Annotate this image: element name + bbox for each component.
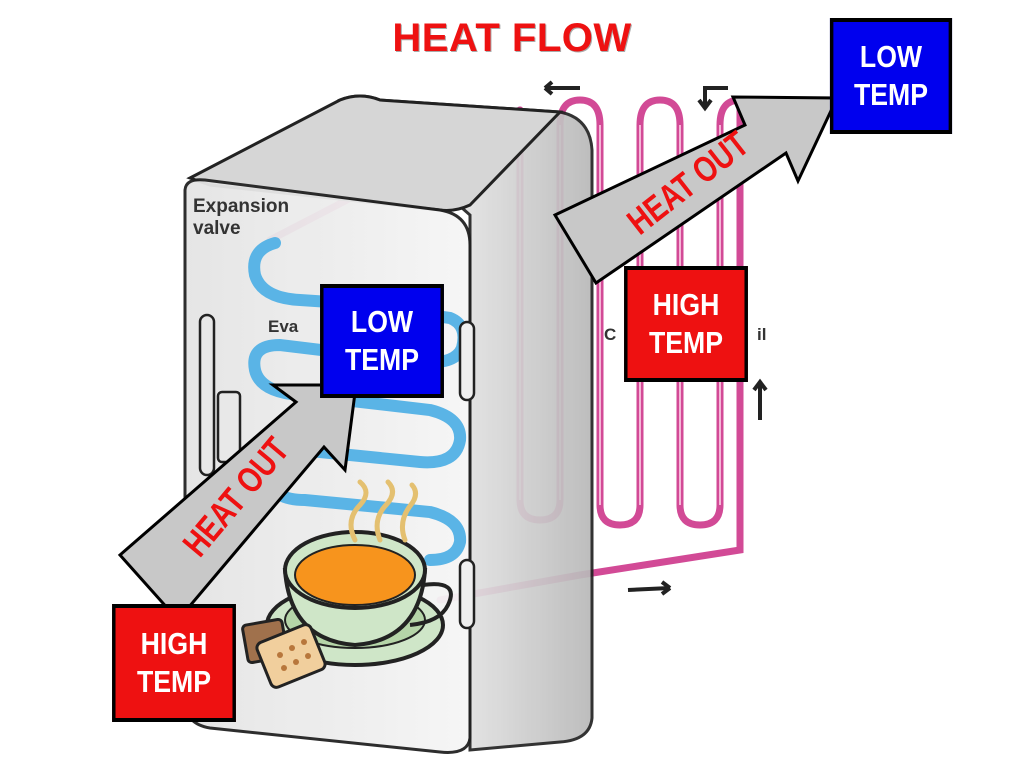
heat-out-arrow-upper [552, 95, 840, 286]
box-line-2: TEMP [344, 342, 420, 377]
low-temp-box-top-right: LOW TEMP [829, 18, 953, 134]
box-line-1: HIGH [140, 626, 208, 661]
biscuits [241, 617, 327, 689]
evaporator-label-partial: Eva [268, 317, 299, 336]
door-hinges [458, 320, 476, 630]
low-temp-box-center: LOW TEMP [320, 284, 444, 398]
box-line-1: LOW [350, 304, 414, 339]
heat-out-arrow-lower [117, 383, 358, 623]
box-line-1: LOW [859, 39, 923, 74]
high-temp-box-middle-right: HIGH TEMP [624, 266, 748, 382]
box-line-2: TEMP [136, 664, 212, 699]
condenser-label-partial-left: C [604, 325, 617, 344]
expansion-valve-label: Expansion valve [193, 196, 290, 239]
box-line-2: TEMP [853, 77, 929, 112]
high-temp-box-bottom-left: HIGH TEMP [112, 604, 236, 722]
condenser-label-partial-right: il [757, 325, 767, 344]
door-handle [198, 313, 242, 477]
box-line-2: TEMP [648, 325, 724, 360]
page-title: HEAT FLOW [392, 16, 632, 60]
box-line-1: HIGH [652, 287, 720, 322]
tea-cup [265, 479, 453, 667]
